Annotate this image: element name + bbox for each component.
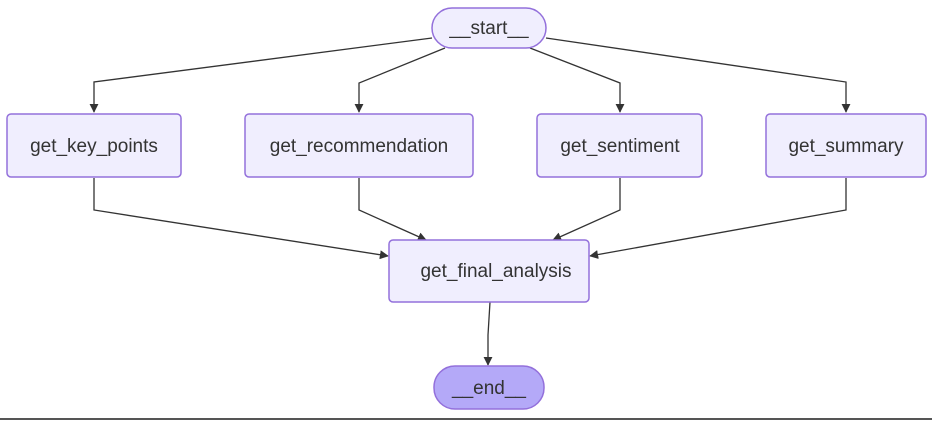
node-get-summary: get_summary <box>765 113 927 178</box>
node-get-sentiment: get_sentiment <box>536 113 703 178</box>
edge-get-sentiment-to-final <box>552 178 621 241</box>
node-get-key-points-shape <box>6 113 182 178</box>
node-get-summary-shape <box>765 113 927 178</box>
edge-start-to-get-recommendation <box>354 47 446 113</box>
node-end: __end__ <box>433 365 545 410</box>
edge-start-to-get-key-points <box>89 37 433 113</box>
edge-start-to-get-sentiment <box>529 47 625 113</box>
node-get-recommendation: get_recommendation <box>244 113 474 178</box>
node-get-recommendation-label: get_recommendation <box>270 136 449 157</box>
edges <box>89 37 851 366</box>
edge-get-summary-to-final <box>589 178 847 259</box>
node-get-recommendation-shape <box>244 113 474 178</box>
edge-start-to-get-summary <box>545 37 851 113</box>
node-start-shape <box>431 7 547 49</box>
edge-get-recommendation-to-final <box>358 178 427 241</box>
node-get-key-points-label: get_key_points <box>30 136 158 157</box>
edge-get-key-points-to-final <box>93 178 389 260</box>
node-get-final-analysis-shape <box>388 239 590 303</box>
node-start-label: __start__ <box>448 18 529 39</box>
node-end-label: __end__ <box>451 378 526 399</box>
bottom-divider <box>0 418 932 420</box>
node-get-final-analysis-label: get_final_analysis <box>420 261 571 282</box>
node-get-sentiment-label: get_sentiment <box>560 136 680 157</box>
node-get-sentiment-shape <box>536 113 703 178</box>
node-get-key-points: get_key_points <box>6 113 182 178</box>
node-end-shape <box>433 365 545 410</box>
node-get-final-analysis: get_final_analysis <box>388 239 590 303</box>
node-start: __start__ <box>431 7 547 49</box>
node-get-summary-label: get_summary <box>788 136 904 157</box>
edge-final-to-end <box>483 301 493 366</box>
